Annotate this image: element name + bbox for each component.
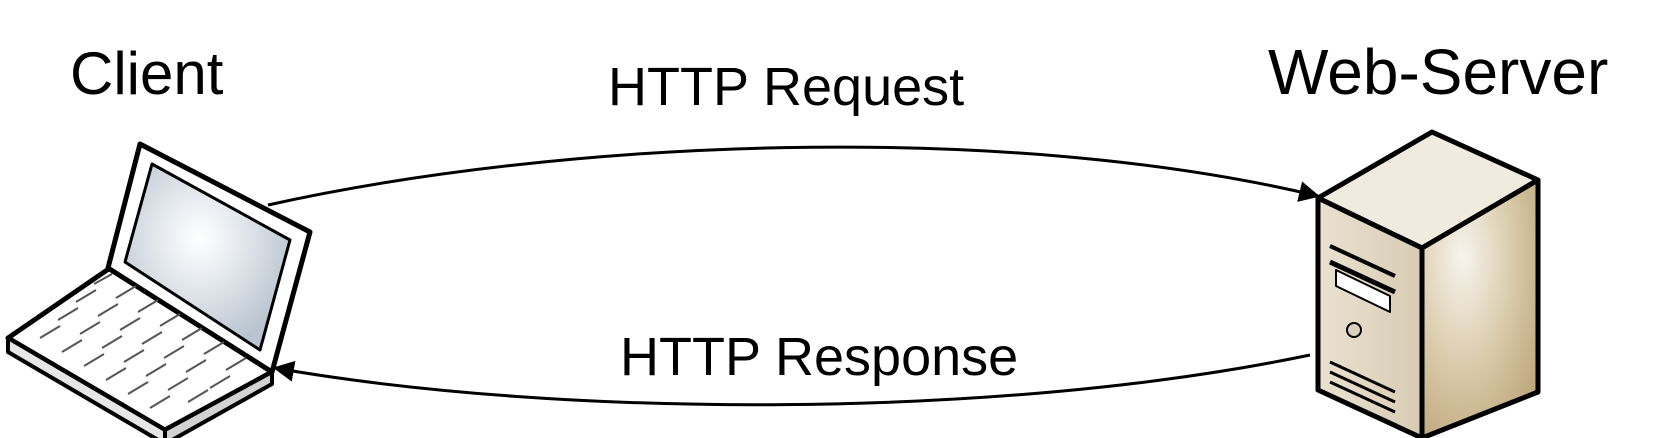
http-response-label: HTTP Response	[620, 327, 1019, 387]
web-server-label: Web-Server	[1268, 36, 1609, 108]
http-request-arrow	[267, 145, 1321, 207]
client-label: Client	[70, 40, 224, 107]
server-tower-icon	[1315, 129, 1541, 438]
http-request-label: HTTP Request	[608, 57, 965, 117]
http-response-arrow	[272, 353, 1311, 407]
laptop-icon	[5, 141, 313, 438]
